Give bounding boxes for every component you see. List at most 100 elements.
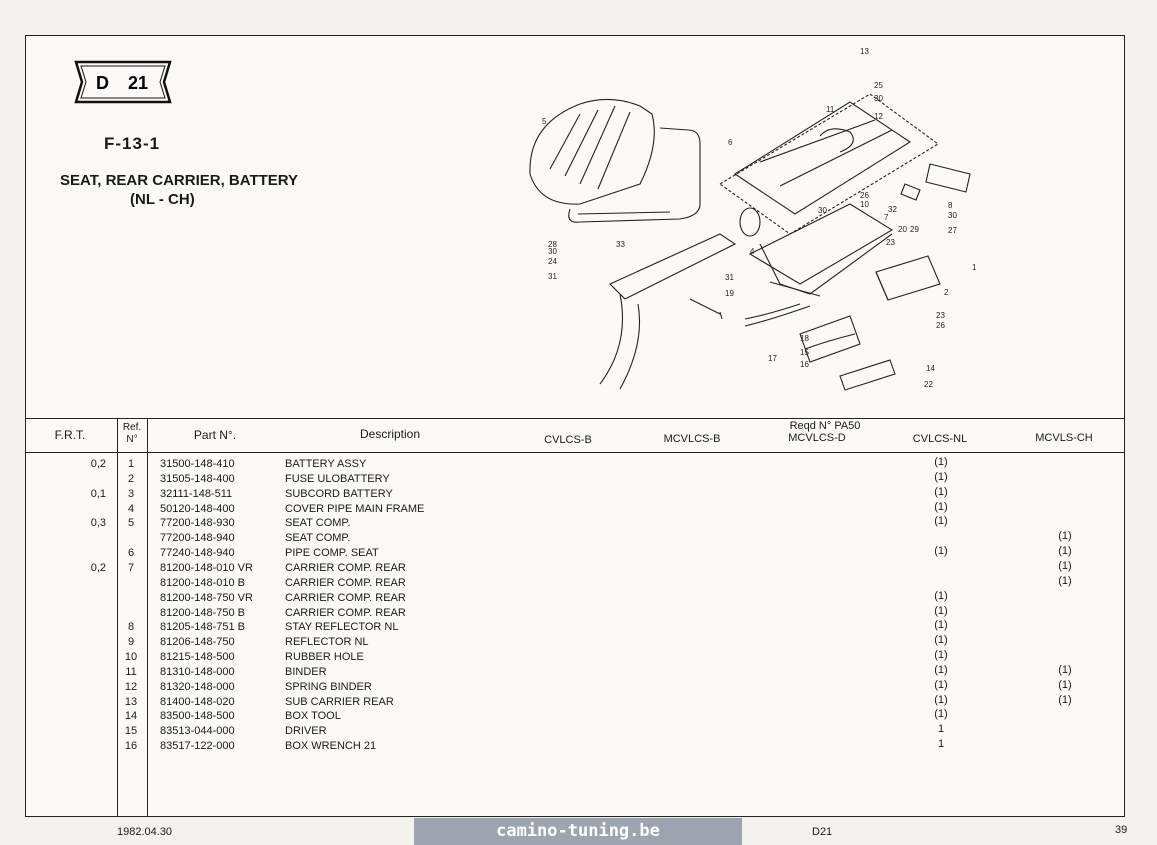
cell-desc: CARRIER COMP. REAR bbox=[285, 561, 406, 574]
cell-cvnl: (1) bbox=[934, 619, 948, 632]
cell-part: 83500-148-500 bbox=[160, 710, 235, 723]
callout-27: 27 bbox=[948, 226, 957, 235]
callout-30b: 30 bbox=[818, 206, 827, 215]
callout-24: 24 bbox=[548, 257, 557, 266]
callout-32: 32 bbox=[888, 205, 897, 214]
section-badge: D 21 bbox=[72, 58, 174, 106]
cell-mvch: (1) bbox=[1058, 545, 1072, 558]
callout-14: 14 bbox=[926, 364, 935, 373]
cell-desc: CARRIER COMP. REAR bbox=[285, 576, 406, 589]
callout-23b: 23 bbox=[936, 311, 945, 320]
header-ref-line1: Ref. bbox=[122, 422, 142, 433]
table-header-rule bbox=[25, 452, 1125, 453]
cell-ref: 15 bbox=[124, 725, 138, 738]
header-ref-line2: N° bbox=[126, 434, 138, 445]
callout-30d: 30 bbox=[548, 247, 557, 256]
cell-ref: 7 bbox=[127, 561, 135, 574]
cell-mvch: (1) bbox=[1058, 678, 1072, 691]
callout-5: 5 bbox=[542, 117, 547, 126]
section-badge-shape: D 21 bbox=[74, 60, 172, 104]
callout-12: 12 bbox=[874, 112, 883, 121]
callout-25: 25 bbox=[874, 81, 883, 90]
cell-part: 77240-148-940 bbox=[160, 547, 235, 560]
exploded-parts-diagram: 13 25 30 11 12 5 6 9 26 10 32 8 30 7 20 … bbox=[529, 47, 977, 391]
page-frame bbox=[25, 35, 1125, 817]
figure-code: F-13-1 bbox=[104, 134, 161, 153]
header-reqd: Reqd N° PA50 bbox=[789, 420, 861, 432]
cell-cvnl: (1) bbox=[934, 515, 948, 528]
callout-16: 16 bbox=[800, 360, 809, 369]
callout-11: 11 bbox=[826, 105, 835, 114]
cell-desc: COVER PIPE MAIN FRAME bbox=[285, 502, 425, 515]
table-col-divider-2 bbox=[147, 418, 148, 817]
cell-mvch: (1) bbox=[1058, 693, 1072, 706]
callout-31b: 31 bbox=[725, 273, 734, 282]
cell-part: 81200-148-010 B bbox=[160, 576, 246, 589]
cell-ref: 11 bbox=[125, 665, 137, 678]
cell-cvnl: (1) bbox=[934, 663, 948, 676]
callout-2: 2 bbox=[944, 288, 949, 297]
cell-cvnl: (1) bbox=[934, 589, 948, 602]
cell-cvnl: (1) bbox=[934, 634, 948, 647]
cell-cvnl: 1 bbox=[937, 738, 945, 751]
callout-7: 7 bbox=[884, 213, 889, 222]
cell-part: 81200-148-750 VR bbox=[160, 591, 253, 604]
cell-desc: CARRIER COMP. REAR bbox=[285, 606, 406, 619]
cell-mvch: (1) bbox=[1058, 559, 1072, 572]
cell-part: 81310-148-000 bbox=[160, 665, 235, 678]
cell-part: 31500-148-410 bbox=[160, 458, 235, 470]
cell-desc: CARRIER COMP. REAR bbox=[285, 591, 406, 604]
cell-part: 50120-148-400 bbox=[160, 502, 235, 515]
callout-18: 18 bbox=[800, 334, 809, 343]
cell-desc: SUB CARRIER REAR bbox=[285, 695, 394, 708]
header-description: Description bbox=[359, 427, 421, 441]
cell-ref: 5 bbox=[127, 517, 135, 530]
callout-30: 30 bbox=[874, 94, 883, 103]
callout-28: 28 bbox=[548, 240, 557, 249]
callout-15: 15 bbox=[800, 348, 809, 357]
cell-frt: 0,1 bbox=[90, 487, 106, 500]
header-frt: F.R.T. bbox=[54, 428, 86, 442]
cell-ref: 13 bbox=[124, 695, 138, 708]
table-row: 14 83500-148-500 BOX TOOL (1) bbox=[0, 708, 1157, 725]
callout-13: 13 bbox=[860, 47, 869, 56]
cell-ref: 9 bbox=[127, 636, 135, 649]
callout-26b: 26 bbox=[936, 321, 945, 330]
cell-ref: 16 bbox=[124, 740, 138, 753]
footer-page-code: D21 bbox=[812, 826, 833, 838]
callout-17: 17 bbox=[768, 354, 777, 363]
footer-page-number: 39 bbox=[1115, 824, 1128, 836]
cell-desc: SEAT COMP. bbox=[285, 517, 351, 530]
section-letter: D bbox=[96, 73, 109, 93]
cell-desc: BOX WRENCH 21 bbox=[285, 740, 377, 753]
table-row: 81200-148-750 VR CARRIER COMP. REAR (1) bbox=[0, 589, 1157, 607]
cell-part: 81200-148-010 VR bbox=[160, 561, 253, 574]
cell-cvnl: (1) bbox=[934, 470, 948, 483]
cell-desc: SEAT COMP. bbox=[285, 532, 351, 545]
cell-part: 81320-148-000 bbox=[160, 680, 235, 693]
section-number: 21 bbox=[128, 73, 148, 93]
header-col-mcvlcs-d: MCVLCS-D bbox=[788, 432, 846, 444]
cell-desc: SUBCORD BATTERY bbox=[285, 487, 393, 500]
callout-20: 20 bbox=[898, 225, 907, 234]
cell-desc: BATTERY ASSY bbox=[285, 458, 367, 470]
cell-desc: PIPE COMP. SEAT bbox=[285, 547, 379, 560]
cell-cvnl: (1) bbox=[934, 708, 948, 721]
cell-ref: 12 bbox=[124, 680, 138, 693]
cell-ref: 1 bbox=[127, 458, 135, 470]
cell-desc: REFLECTOR NL bbox=[285, 636, 369, 649]
cell-cvnl: (1) bbox=[934, 456, 948, 468]
cell-ref: 14 bbox=[124, 710, 138, 723]
cell-part: 81200-148-750 B bbox=[160, 606, 246, 619]
cell-desc: FUSE ULOBATTERY bbox=[285, 472, 390, 485]
cell-desc: BOX TOOL bbox=[285, 710, 341, 723]
